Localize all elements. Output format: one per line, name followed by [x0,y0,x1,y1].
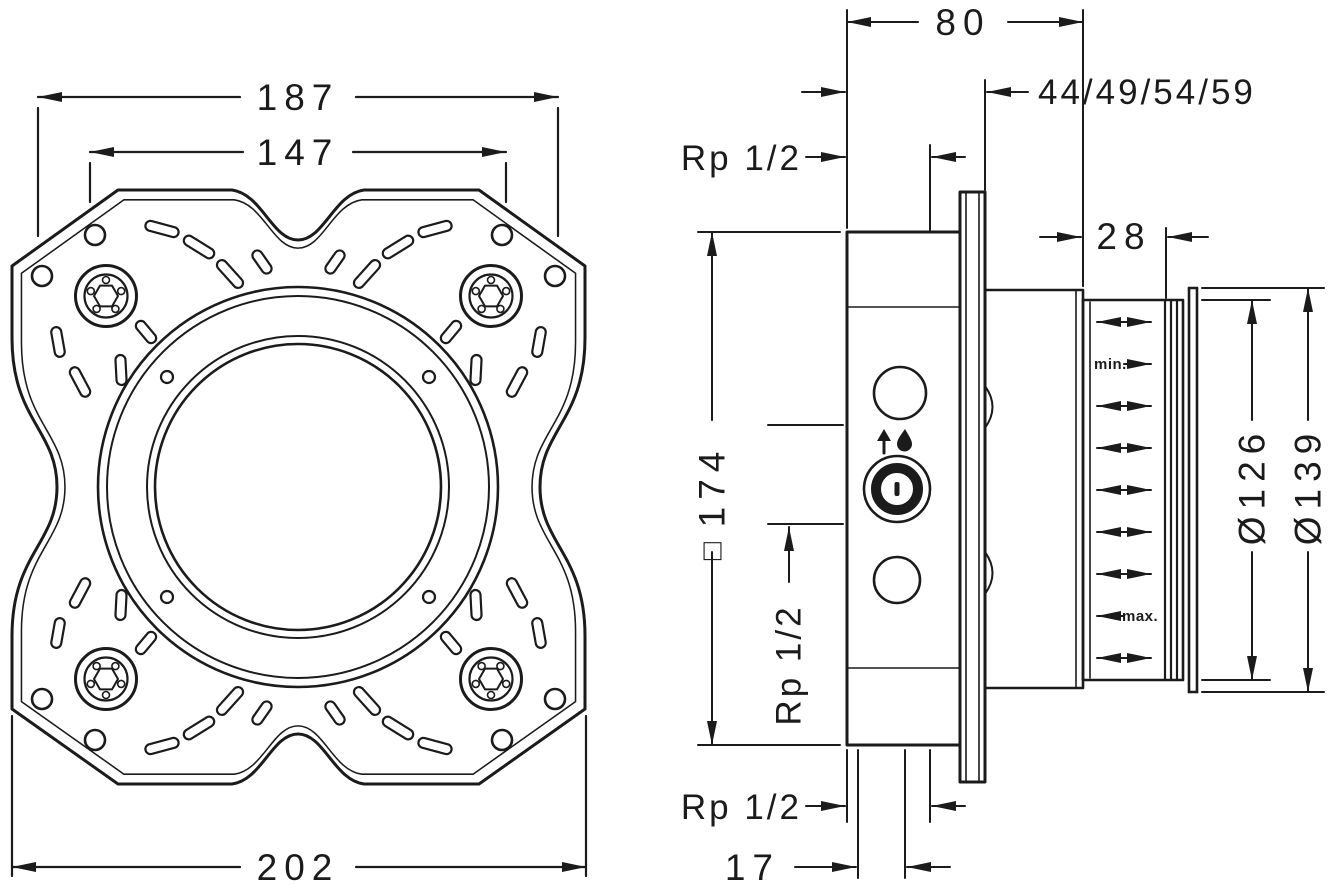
ring-hole-icon [159,369,175,385]
dimension-rp12-bottom [805,749,966,823]
mounting-plate-outline [10,188,587,786]
thread-top-label: Rp 1/2 [681,139,802,178]
screw-hole-icon [30,264,54,288]
adjustment-arrows [1096,317,1152,663]
dia-outer-label: Ø139 [1288,427,1329,546]
side-view: min. max. 80 44/49/54/59 [681,2,1329,888]
dim-147-label: 147 [257,132,340,173]
dimension-202 [10,714,588,878]
dim-187-label: 187 [257,77,340,118]
dimension-147 [88,147,508,204]
square-symbol: □ [696,541,729,560]
wall-flange [958,190,994,784]
dim-174-label: 174 [692,445,733,528]
central-opening [96,285,500,689]
thread-bottom-label: Rp 1/2 [681,788,802,827]
dimension-rp12-top [805,144,966,231]
max-label: max. [1122,608,1158,625]
thread-middle-label: Rp 1/2 [770,604,809,725]
slot-cutout [182,234,216,260]
min-label: min. [1094,356,1127,373]
ring-hole-icon [421,589,437,605]
dimension-d139 [1201,287,1325,693]
dimension-174 [697,231,841,746]
dimension-80 [846,9,1084,287]
flow-direction-icon [877,429,913,455]
upper-port-icon [872,365,928,421]
mounting-plate-inner-contour [20,199,577,775]
sealing-lip [1187,286,1199,694]
retaining-clip-icon [984,551,994,595]
ring-hole-icon [159,589,175,605]
adjustable-sleeve: min. max. [1081,298,1185,682]
slot-cutout [50,326,66,358]
dim-202-label: 202 [257,847,340,888]
front-cylinder [983,288,1085,690]
dimension-d126 [1201,299,1271,681]
dim-80-label: 80 [935,2,990,43]
slot-cutout [134,319,158,345]
ring-hole-icon [421,369,437,385]
valve-cartridge-icon [862,454,932,524]
fastening-hub-icon [74,264,138,328]
screw-hole-icon [83,223,107,247]
dimension-install-range [801,79,1029,191]
slot-cutout [68,366,92,398]
retaining-clip-icon [984,385,994,429]
slot-cutout [144,219,180,239]
slot-cutout [251,249,273,275]
dimension-rp12-middle [767,424,844,583]
dimension-28 [1039,227,1209,299]
front-view: 187 147 202 [10,77,588,888]
slot-cutout [114,353,128,387]
dimension-187 [36,92,560,238]
slot-cutout [215,258,245,290]
dimension-17 [794,749,951,879]
dia-inner-label: Ø126 [1232,427,1273,546]
dim-17-label: 17 [725,847,780,888]
dim-28-label: 28 [1096,216,1151,257]
plate-corner-lobe [30,219,273,398]
dim-install-range-label: 44/49/54/59 [1038,73,1256,112]
lower-port-icon [872,555,922,605]
